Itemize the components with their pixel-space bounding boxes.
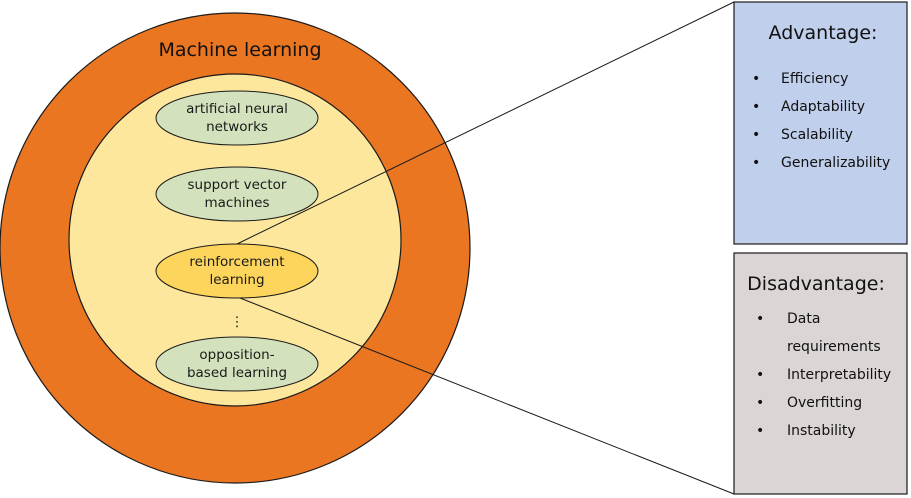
highlight-ellipse — [155, 243, 319, 299]
disadvantage-bullet: • — [756, 423, 764, 439]
machine-learning-label: Machine learning — [158, 39, 321, 61]
advantage-bullet: • — [752, 127, 760, 143]
advantage-bullet: • — [752, 99, 760, 115]
disadvantage-item: Data — [787, 311, 820, 327]
advantage-item: Adaptability — [781, 99, 865, 115]
method-svm: support vector machines — [155, 166, 319, 222]
advantage-bullet: • — [752, 155, 760, 171]
method-label-line1: reinforcement — [189, 254, 284, 270]
disadvantage-bullet: • — [756, 367, 764, 383]
advantage-title: Advantage: — [769, 22, 878, 44]
method-label-line1: artificial neural — [186, 101, 288, 117]
method-label-line2: learning — [209, 272, 264, 288]
methods-inner-circle — [68, 73, 402, 407]
method-label-line1: support vector — [188, 177, 287, 193]
advantage-item: Scalability — [781, 127, 853, 143]
disadvantage-panel: Disadvantage: • Data requirements • Inte… — [733, 252, 908, 495]
advantage-box — [733, 1, 908, 245]
disadvantage-box — [733, 252, 908, 495]
method-reinforcement-learning: reinforcement learning — [155, 243, 319, 299]
disadvantage-item: Interpretability — [787, 367, 891, 383]
method-ann: artificial neural networks — [155, 90, 319, 146]
method-label-line1: opposition- — [199, 347, 274, 363]
method-label-line2: based learning — [187, 365, 287, 381]
disadvantage-item: Instability — [787, 423, 856, 439]
method-ellipse — [155, 166, 319, 222]
method-label-line2: networks — [206, 119, 268, 135]
method-label-line2: machines — [204, 195, 269, 211]
advantage-item: Efficiency — [781, 71, 848, 87]
advantage-item: Generalizability — [781, 155, 890, 171]
disadvantage-title: Disadvantage: — [747, 273, 885, 295]
vertical-ellipsis: ⋮ — [230, 314, 244, 330]
disadvantage-bullet: • — [756, 311, 764, 327]
advantage-panel: Advantage: • Efficiency • Adaptability •… — [733, 1, 908, 245]
disadvantage-item-continued: requirements — [787, 339, 881, 355]
disadvantage-bullet: • — [756, 395, 764, 411]
connector-line-advantage — [236, 1, 735, 245]
advantage-bullet: • — [752, 71, 760, 87]
method-obl: opposition- based learning — [155, 336, 319, 392]
disadvantage-item: Overfitting — [787, 395, 862, 411]
method-ellipse — [155, 336, 319, 392]
connector-line-disadvantage — [239, 297, 735, 495]
method-ellipse — [155, 90, 319, 146]
